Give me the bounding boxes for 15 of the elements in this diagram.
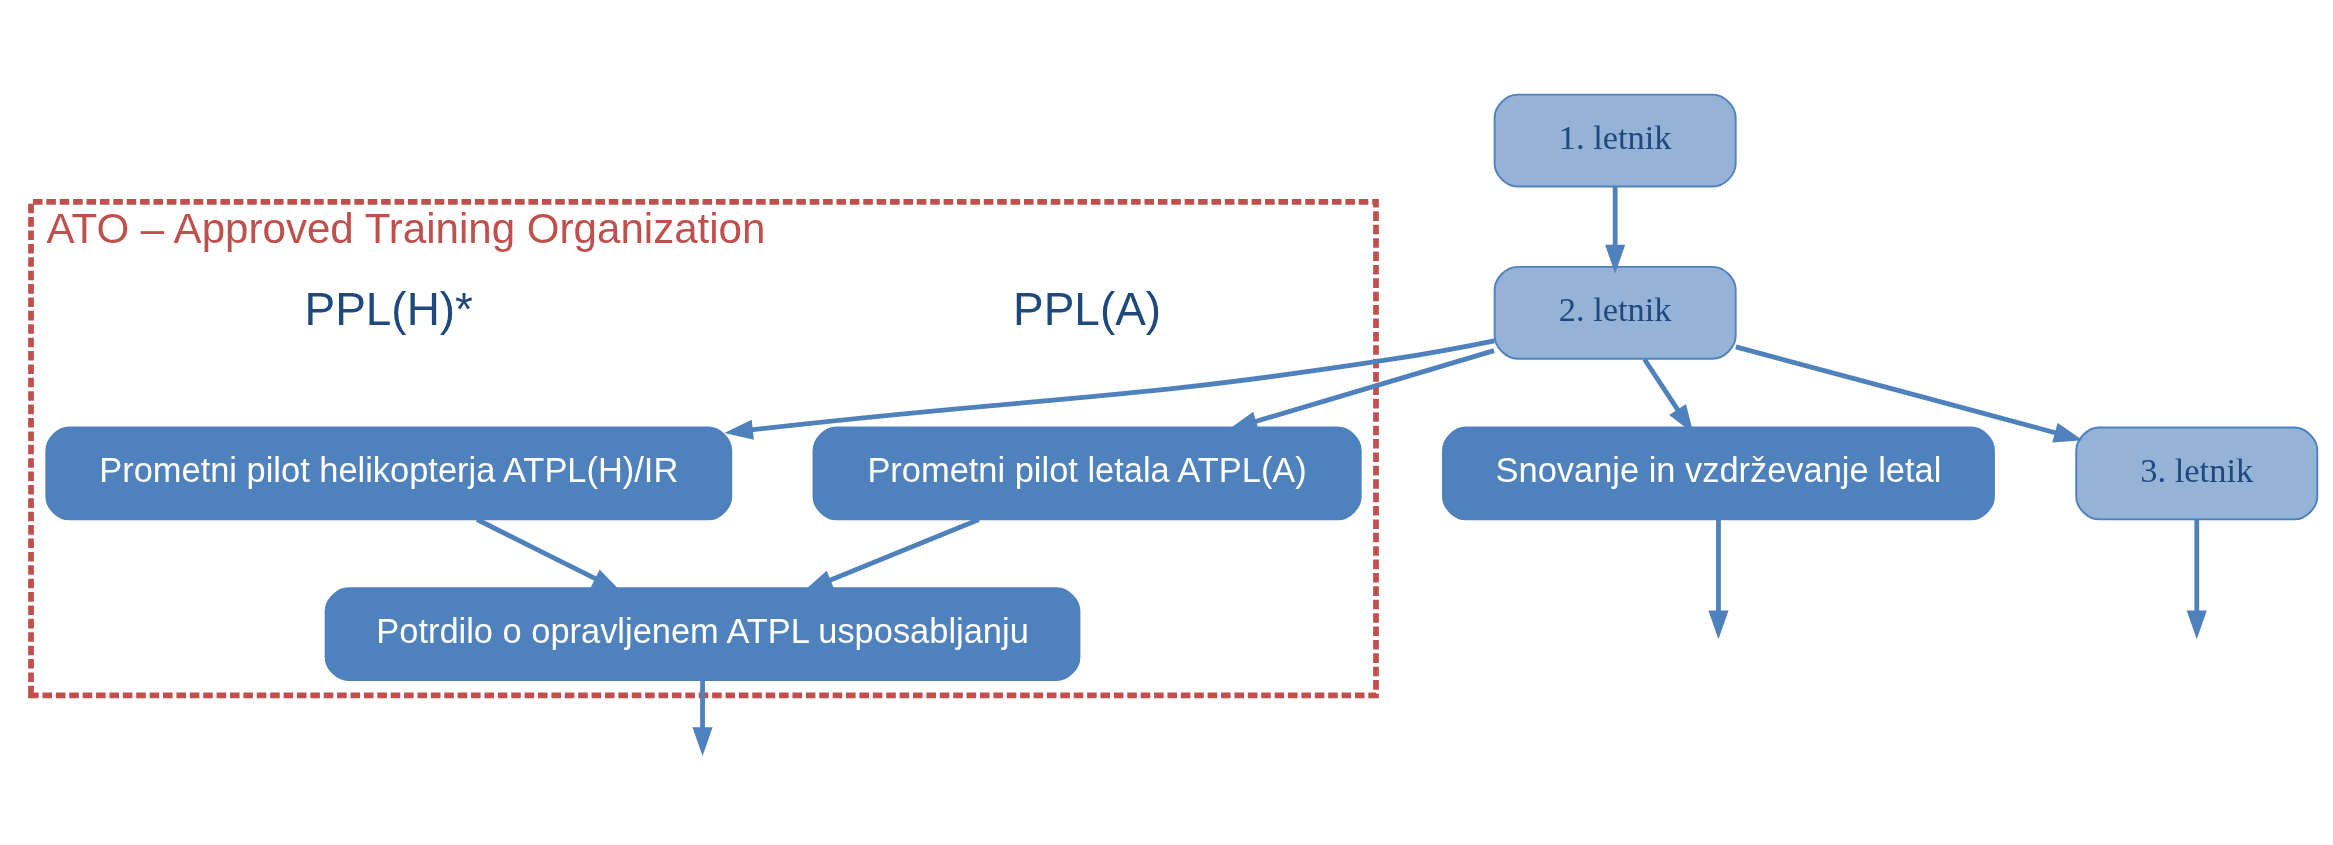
node-box: Potrdilo o opravljenem ATPL usposabljanju <box>324 587 1081 682</box>
arrow <box>692 680 713 757</box>
label: PPL(H)* <box>304 282 473 335</box>
node-box: 3. letnik <box>2075 426 2319 521</box>
arrow <box>1605 186 1626 274</box>
arrow <box>724 338 1495 440</box>
label: PPL(A) <box>1013 282 1162 335</box>
arrow <box>1708 519 1729 640</box>
node-box: 2. letnik <box>1493 265 1737 360</box>
arrow <box>1735 344 2083 443</box>
arrow <box>2186 519 2207 640</box>
node-box: Prometni pilot letala ATPL(A) <box>812 426 1362 521</box>
node-box: 1. letnik <box>1493 93 1737 188</box>
node-box: Prometni pilot helikopterja ATPL(H)/IR <box>45 426 733 521</box>
node-box: Snovanje in vzdrževanje letal <box>1442 426 1995 521</box>
